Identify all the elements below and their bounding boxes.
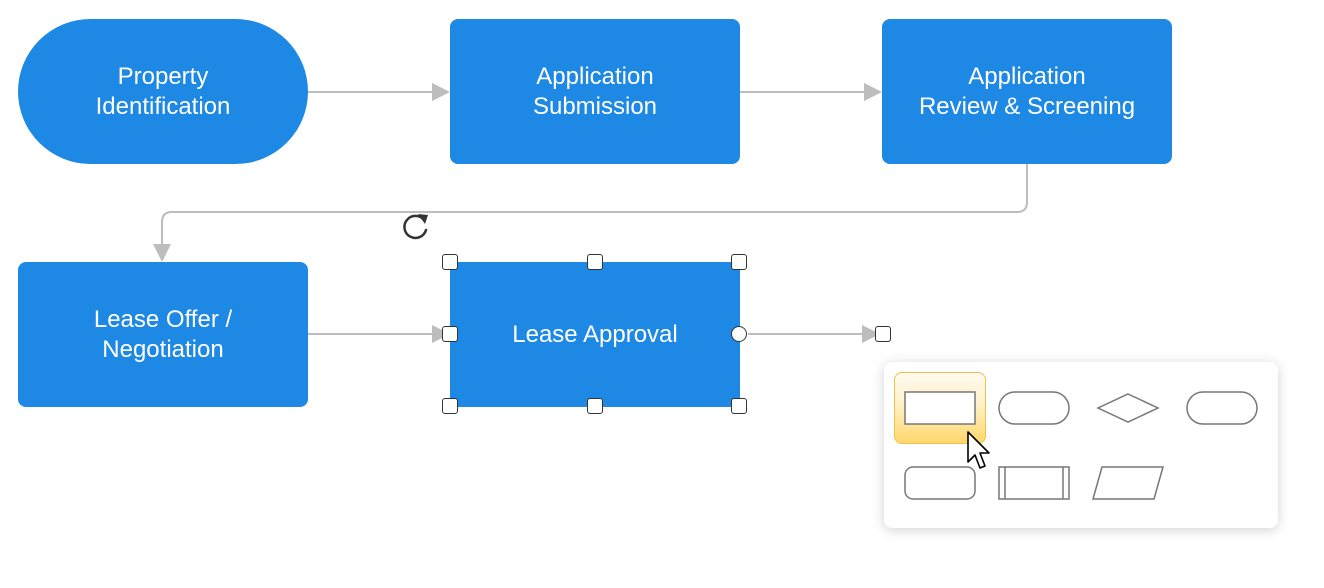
node-application-review[interactable]: Application Review & Screening: [882, 19, 1172, 164]
node-property-identification[interactable]: Property Identification: [18, 19, 308, 164]
diamond-shape-icon: [1096, 393, 1160, 423]
shape-option-rounded-pill[interactable]: [988, 372, 1080, 444]
node-application-submission[interactable]: Application Submission: [450, 19, 740, 164]
resize-handle-left[interactable]: [442, 326, 458, 342]
resize-handle-top[interactable]: [587, 254, 603, 270]
shape-picker-popup: [884, 362, 1278, 528]
resize-handle-bottom[interactable]: [587, 398, 603, 414]
shape-option-parallelogram[interactable]: [1082, 447, 1174, 519]
node-lease-offer[interactable]: Lease Offer / Negotiation: [18, 262, 308, 407]
arrowhead: [862, 325, 880, 343]
shape-option-rectangle[interactable]: [894, 372, 986, 444]
arrowhead: [432, 325, 450, 343]
resize-handle-top-right[interactable]: [731, 254, 747, 270]
node-label: Application Submission: [532, 62, 658, 120]
shape-option-diamond[interactable]: [1082, 372, 1174, 444]
connector-endpoint-handle[interactable]: [875, 326, 891, 342]
resize-handle-bottom-left[interactable]: [442, 398, 458, 414]
pill-shape-icon: [998, 391, 1070, 425]
node-label: Lease Offer / Negotiation: [93, 305, 233, 363]
node-label: Lease Approval: [512, 320, 678, 348]
shape-option-terminator[interactable]: [1176, 372, 1268, 444]
rounded-rectangle-shape-icon: [904, 466, 976, 500]
rotate-icon[interactable]: [398, 210, 432, 244]
terminator-shape-icon: [1186, 391, 1258, 425]
connection-point-right[interactable]: [731, 326, 747, 342]
node-lease-approval[interactable]: Lease Approval: [450, 262, 740, 407]
node-label: Application Review & Screening: [918, 62, 1136, 120]
shape-option-rounded-rectangle[interactable]: [894, 447, 986, 519]
shape-option-predefined-process[interactable]: [988, 447, 1080, 519]
connector-review-to-offer[interactable]: [161, 164, 1028, 244]
resize-handle-bottom-right[interactable]: [731, 398, 747, 414]
parallelogram-shape-icon: [1092, 466, 1164, 500]
arrowhead: [153, 244, 171, 262]
arrowhead: [432, 83, 450, 101]
resize-handle-top-left[interactable]: [442, 254, 458, 270]
predefined-process-shape-icon: [998, 466, 1070, 500]
arrowhead: [864, 83, 882, 101]
node-label: Property Identification: [95, 62, 231, 120]
rectangle-shape-icon: [904, 391, 976, 425]
